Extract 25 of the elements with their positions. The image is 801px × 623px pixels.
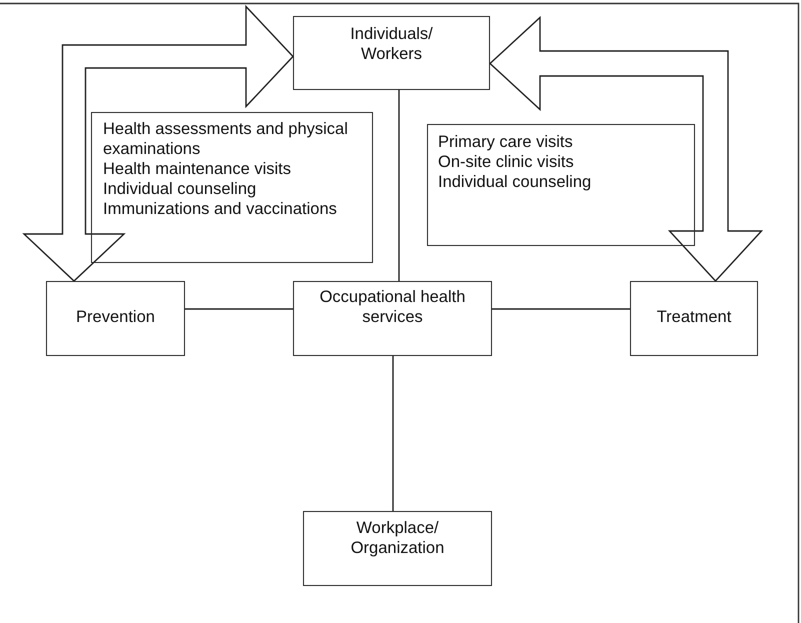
process-box	[303, 511, 492, 586]
process-box	[630, 281, 758, 356]
list-item: Individual counseling	[438, 172, 592, 192]
list-item: Immunizations and vaccinations	[103, 199, 337, 219]
connector-line	[185, 308, 293, 310]
connector-line	[492, 308, 630, 310]
list-item: On-site clinic visits	[438, 152, 574, 172]
list-item: Health assessments and physical examinations	[103, 119, 349, 159]
box-label: Prevention	[76, 307, 155, 327]
box-label: Occupational health services	[318, 287, 466, 327]
box-label: Workplace/ Organization	[350, 518, 446, 558]
block-arrow	[22, 4, 294, 282]
process-box	[46, 281, 185, 356]
list-item: Individual counseling	[103, 179, 256, 199]
text-box	[91, 112, 373, 263]
list-item: Health maintenance visits	[103, 159, 292, 179]
text-box	[427, 124, 695, 246]
connector-line	[398, 90, 400, 281]
box-label: Treatment	[656, 307, 732, 327]
block-arrow	[488, 16, 764, 282]
list-item: Primary care visits	[438, 132, 573, 152]
connector-line	[392, 356, 394, 511]
process-box	[293, 16, 490, 90]
box-label: Individuals/ Workers	[349, 24, 434, 64]
process-box	[293, 281, 492, 356]
